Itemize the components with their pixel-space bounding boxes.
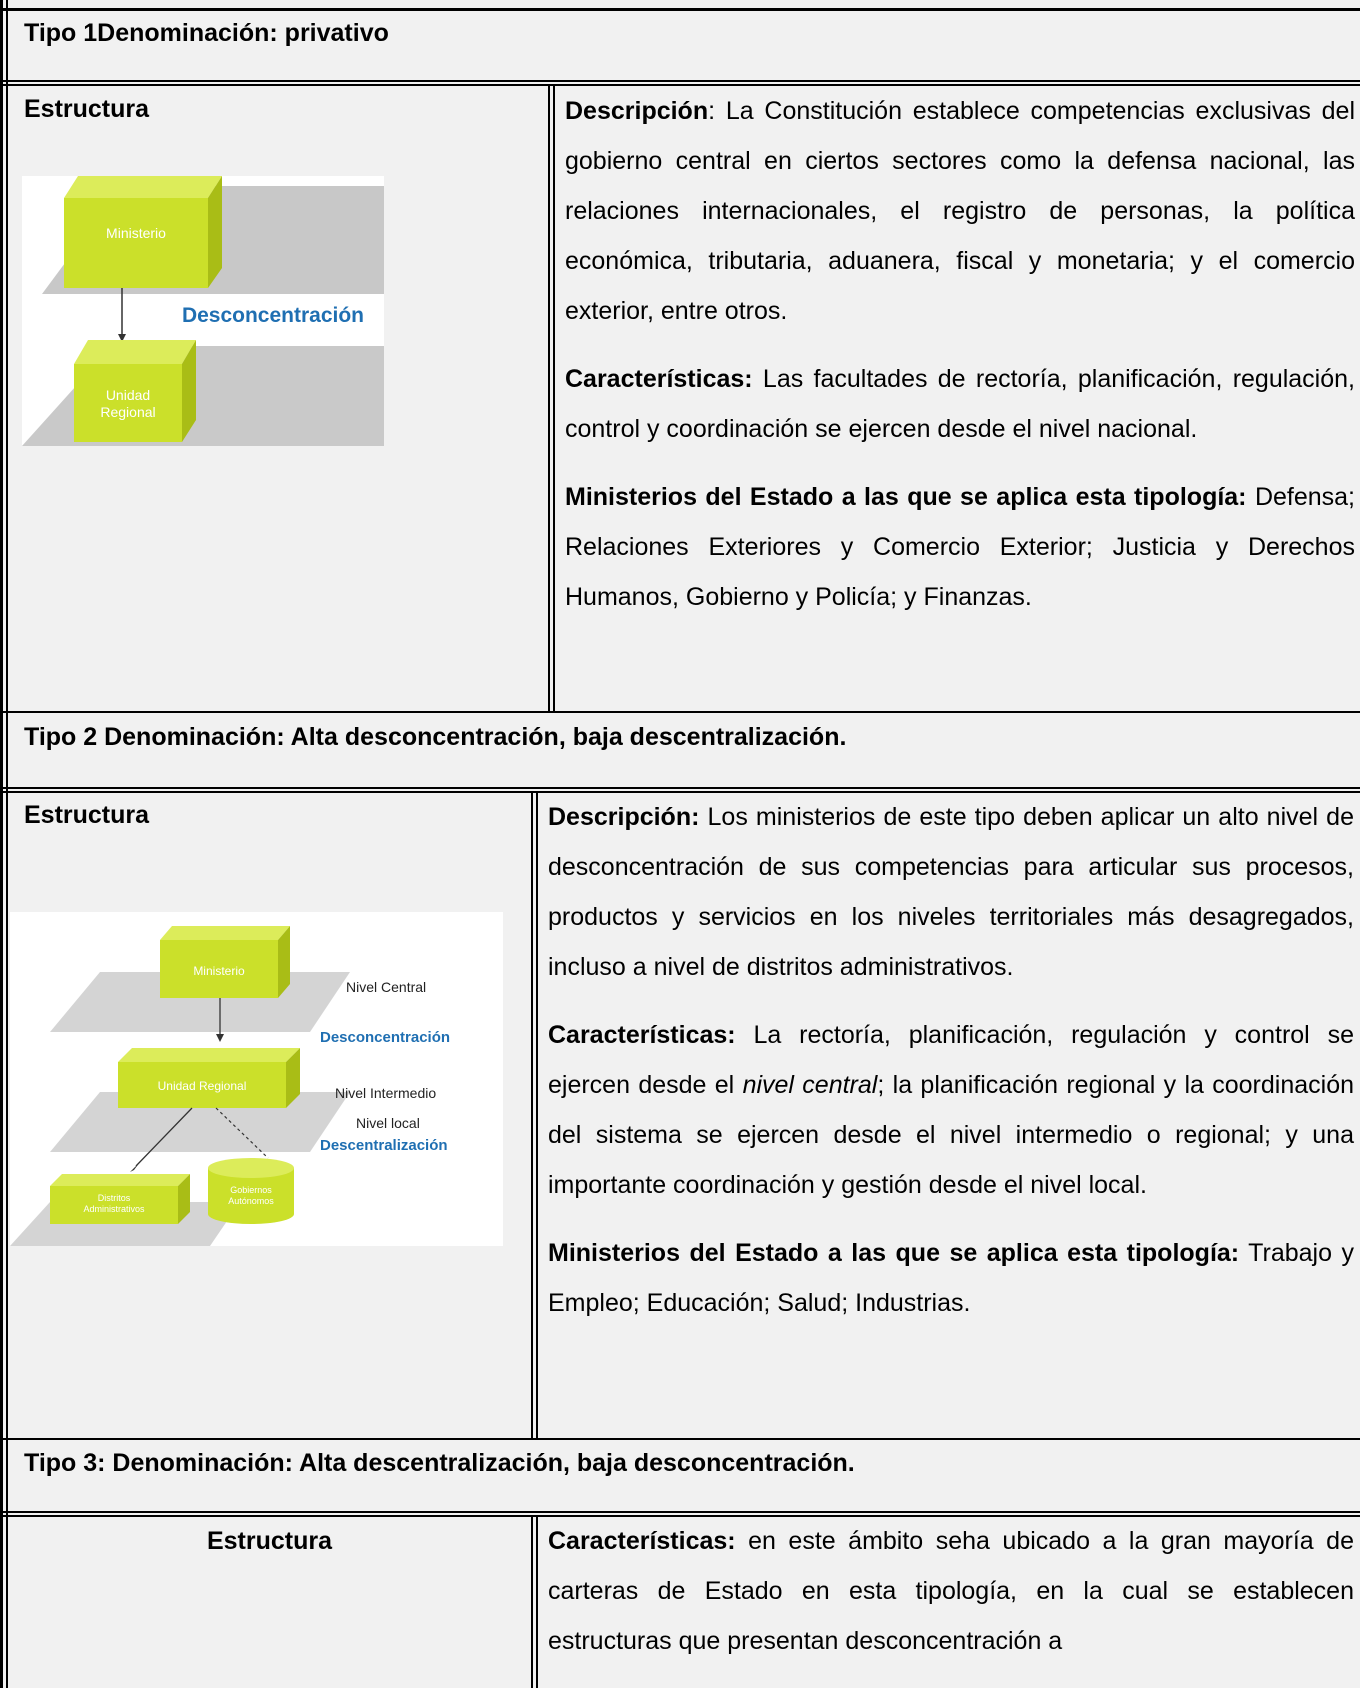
tipo2-diagram-svg: Ministerio Nivel Central Desconcentració…	[10, 926, 450, 1246]
tipo3-caracteristicas: Características: en este ámbito seha ubi…	[548, 1516, 1354, 1666]
col-divider-t3-b	[536, 1515, 538, 1688]
tipo2-descentralizacion-label: Descentralización	[320, 1137, 448, 1154]
tipo2-nivel-intermedio-label: Nivel Intermedio	[335, 1085, 436, 1101]
tipo2-desc-text: Los ministerios de este tipo deben aplic…	[548, 803, 1354, 981]
tipo2-arrow-1-head	[216, 1034, 224, 1042]
tipo1-min-text: Defensa; Relaciones Exteriores y Comerci…	[565, 483, 1355, 611]
tipo2-box3-side	[178, 1174, 190, 1224]
tipo3-description-cell: Características: en este ámbito seha ubi…	[548, 1516, 1354, 1684]
tipo2-min-label: Ministerios del Estado a las que se apli…	[548, 1239, 1240, 1267]
tipo2-header: Tipo 2 Denominación: Alta desconcentraci…	[24, 723, 847, 751]
rule-t1-bottom	[0, 711, 1360, 713]
tipo1-desconcentracion-label: Desconcentración	[182, 304, 364, 327]
tipo2-box2-label: Unidad Regional	[158, 1079, 247, 1093]
rule-t1-header-a	[0, 80, 1360, 82]
tipo2-desconcentracion-label: Desconcentración	[320, 1029, 450, 1046]
tipo2-box1-side	[278, 926, 290, 998]
tipo1-desc-label: Descripción	[565, 97, 709, 125]
tipo2-structure-diagram: Ministerio Nivel Central Desconcentració…	[10, 912, 503, 1246]
col-divider-t2-b	[536, 791, 538, 1439]
tipo2-desc-label: Descripción:	[548, 803, 700, 831]
tipo3-header: Tipo 3: Denominación: Alta descentraliza…	[24, 1449, 855, 1477]
tipo2-ministerios: Ministerios del Estado a las que se apli…	[548, 1228, 1354, 1328]
tipo2-box2-top	[118, 1048, 300, 1062]
tipo1-box1-front	[64, 198, 208, 288]
tipo2-car-text-b: ; la planificación regional y la coordin…	[548, 1071, 1355, 1199]
border-top	[0, 8, 1360, 11]
tipo2-box1-top	[160, 926, 290, 940]
tipo2-box4-top	[208, 1158, 294, 1178]
tipo2-box2-side	[286, 1048, 300, 1108]
tipo2-car-text-italic: nivel central	[742, 1071, 878, 1099]
tipo2-box3-front	[50, 1186, 178, 1224]
tipo1-min-label: Ministerios del Estado a las que se apli…	[565, 483, 1247, 511]
tipo3-estructura-label: Estructura	[206, 1527, 333, 1555]
tipo2-box1-front	[160, 940, 278, 998]
rule-t3-header-b	[0, 1515, 1360, 1517]
tipo1-box2-side	[182, 340, 196, 442]
tipo1-car-label: Características:	[565, 365, 753, 393]
col-divider-t1-a	[548, 84, 550, 712]
tipo1-box1-top	[64, 176, 222, 198]
tipo2-nivel-local-label: Nivel local	[356, 1115, 420, 1131]
tipo2-box2-front	[118, 1062, 286, 1108]
col-divider-t2-a	[531, 791, 533, 1439]
tipo2-estructura-label: Estructura	[24, 801, 150, 829]
tipo1-box1-label: Ministerio	[106, 225, 166, 241]
rule-t3-header-a	[0, 1511, 1360, 1513]
tipo1-ministerios: Ministerios del Estado a las que se apli…	[565, 472, 1355, 622]
tipo2-box1-label: Ministerio	[193, 964, 245, 978]
tipo2-description-cell: Descripción: Los ministerios de este tip…	[548, 792, 1354, 1346]
tipo2-caracteristicas: Características: La rectoría, planificac…	[548, 1010, 1354, 1210]
tipo1-header: Tipo 1Denominación: privativo	[24, 19, 389, 47]
tipo1-box2-front	[74, 364, 182, 442]
tipo1-car-text: Las facultades de rectoría, planificació…	[565, 365, 1355, 443]
rule-t2-bottom	[0, 1438, 1360, 1440]
tipo1-description: Descripción: La Constitución establece c…	[565, 86, 1355, 336]
col-divider-t1-b	[553, 84, 555, 712]
border-left-outer	[0, 0, 3, 1688]
col-divider-t3-a	[531, 1515, 533, 1688]
tipo1-desc-text: : La Constitución establece competencias…	[565, 97, 1355, 325]
rule-t2-header-a	[0, 787, 1360, 789]
rule-t1-header-b	[0, 84, 1360, 86]
rule-t2-header-b	[0, 791, 1360, 793]
tipo2-arrow-2-head	[130, 1162, 140, 1172]
tipo2-car-label: Características:	[548, 1021, 736, 1049]
tipo1-arrow-head	[118, 334, 126, 342]
tipo2-nivel-central-label: Nivel Central	[346, 979, 426, 995]
tipo3-car-label: Características:	[548, 1527, 736, 1555]
tipo2-arrow-2	[135, 1107, 193, 1167]
tipo1-box1-side	[208, 176, 222, 288]
tipo2-car-text-a: La rectoría, planificación, regulación y…	[548, 1021, 1354, 1099]
tipo1-description-cell: Descripción: La Constitución establece c…	[565, 86, 1355, 640]
tipo1-caracteristicas: Características: Las facultades de recto…	[565, 354, 1355, 454]
tipo2-box4-bottom	[208, 1204, 294, 1224]
tipo2-min-text: Trabajo y Empleo; Educación; Salud; Indu…	[548, 1239, 1354, 1317]
tipo1-box2-top	[74, 340, 196, 364]
tipo2-box3-top	[50, 1174, 190, 1186]
tipo3-car-text: en este ámbito seha ubicado a la gran ma…	[548, 1527, 1354, 1655]
tipo2-description: Descripción: Los ministerios de este tip…	[548, 792, 1354, 992]
border-left-inner	[6, 0, 8, 1688]
tipo1-estructura-label: Estructura	[24, 95, 150, 123]
tipo2-dashed-line	[215, 1107, 269, 1159]
